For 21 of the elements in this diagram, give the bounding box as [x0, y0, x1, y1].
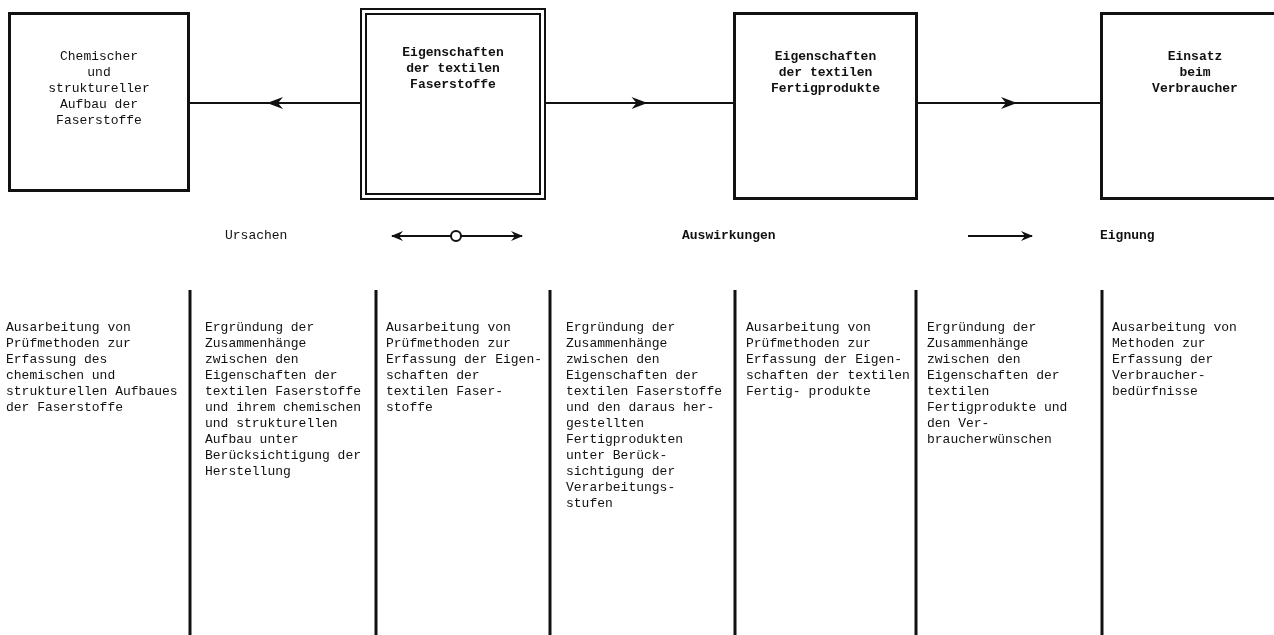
description-text: Ausarbeitung von Prüfmethoden zur Erfassung des chemischen und strukturellen Aufbaues der Faserstoffe	[6, 320, 178, 416]
description-text: Ausarbeitung von Methoden zur Erfassung der Verbraucher- bedürfnisse	[1112, 320, 1238, 400]
description-text: Ergründung der Zusammenhänge zwischen den Eigenschaften der textilen Fertigprodukte und den Ver- braucherwünschen	[927, 320, 1069, 448]
heading-text: Ursachen	[225, 228, 288, 244]
description-text: Ergründung der Zusammenhänge zwischen den Eigenschaften der textilen Faserstoffe und den daraus her- gestellten Fertigprodukten unter Berück- sichtigung der Verarbeitungs- stufen	[566, 320, 724, 512]
arrow	[189, 97, 361, 109]
box-title: Eigenschaften der textilen Faserstoffe	[402, 45, 504, 93]
heading-text: Auswirkungen	[682, 228, 776, 244]
description-text: Ergründung der Zusammenhänge zwischen den Eigenschaften der textilen Faserstoffe und ihrem chemischen und strukturellen Aufbau unter Berücksichtigung der Herstellung	[205, 320, 363, 480]
arrow	[545, 97, 734, 109]
process-box	[1100, 12, 1274, 200]
process-box	[360, 8, 546, 200]
box-title: Eigenschaften der textilen Fertigprodukte	[770, 49, 881, 97]
description-text: Ausarbeitung von Prüfmethoden zur Erfassung der Eigen- schaften der textilen Fertig- produkte	[746, 320, 911, 400]
arrow	[917, 97, 1101, 109]
heading-text: Eignung	[1100, 228, 1155, 244]
box-title: Einsatz beim Verbraucher	[1152, 49, 1238, 97]
process-box	[733, 12, 918, 200]
description-text: Ausarbeitung von Prüfmethoden zur Erfassung der Eigen- schaften der textilen Faser- stoffe	[386, 320, 544, 416]
box-title: Chemischer und struktureller Aufbau der Faserstoffe	[48, 49, 150, 129]
process-box	[8, 12, 190, 192]
